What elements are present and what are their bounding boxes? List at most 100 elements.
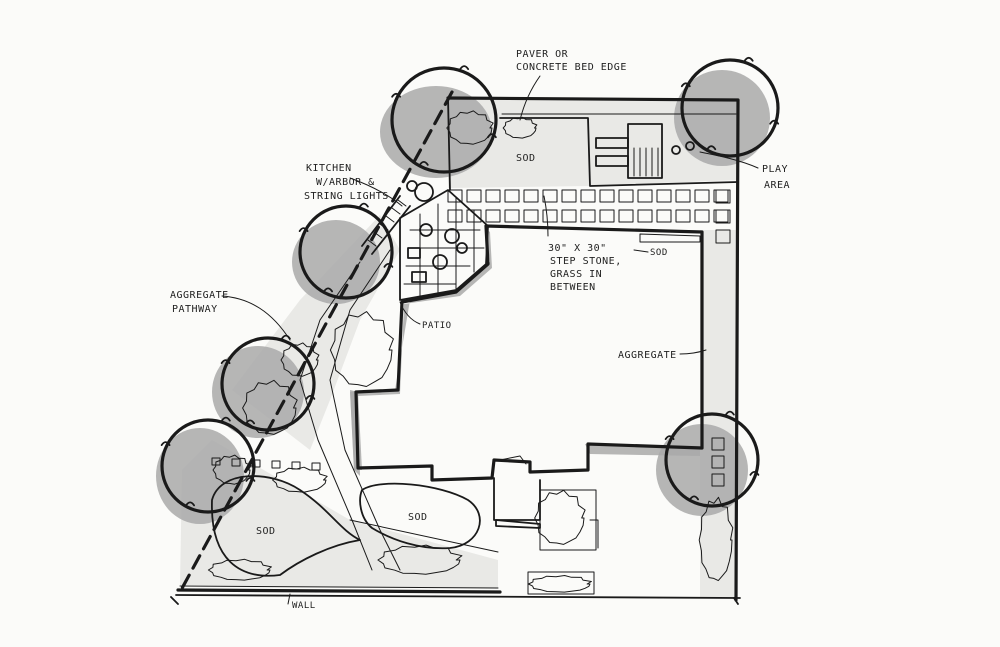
label-sod-top: SOD bbox=[516, 153, 536, 164]
label-aggpath-2: PATHWAY bbox=[172, 304, 218, 315]
play-structure bbox=[595, 123, 695, 179]
stepping-stones-row bbox=[447, 189, 729, 223]
stepping-stone bbox=[599, 189, 615, 203]
label-patio: PATIO bbox=[422, 321, 452, 331]
tree-notch bbox=[706, 145, 717, 151]
bed-edge bbox=[499, 113, 739, 187]
stepping-stone bbox=[656, 189, 672, 203]
plan-labels: PAVER OR CONCRETE BED EDGE PLAY AREA KIT… bbox=[170, 49, 790, 611]
stepping-stone bbox=[251, 459, 261, 468]
tree-notch bbox=[298, 227, 309, 232]
stepping-stone bbox=[447, 189, 463, 203]
stepping-stone bbox=[694, 189, 710, 203]
shrub bbox=[329, 311, 394, 387]
stepping-stone bbox=[231, 458, 241, 467]
trees bbox=[160, 56, 780, 514]
shrub bbox=[242, 379, 298, 435]
stepping-stone bbox=[715, 209, 731, 224]
shrub bbox=[377, 544, 463, 575]
stepping-stone bbox=[523, 209, 539, 223]
stepping-stone bbox=[311, 462, 321, 471]
tree-canopy bbox=[680, 58, 780, 158]
label-sod-left: SOD bbox=[256, 526, 276, 537]
tree-notch bbox=[323, 287, 333, 293]
label-play-2: AREA bbox=[764, 180, 790, 191]
tree-canopy bbox=[664, 412, 760, 508]
tree bbox=[160, 416, 256, 514]
stepping-stone bbox=[637, 209, 653, 223]
stepping-stone bbox=[561, 209, 577, 223]
tree-canopy bbox=[160, 418, 256, 514]
label-stepstone-1: 30" X 30" bbox=[548, 243, 607, 254]
stepping-stone bbox=[523, 189, 539, 203]
leader-lines bbox=[221, 75, 759, 605]
label-sod-mid: SOD bbox=[408, 512, 428, 523]
tree-notch bbox=[359, 202, 369, 208]
stepping-stone bbox=[656, 209, 672, 223]
tree bbox=[298, 202, 394, 300]
tree-notch bbox=[459, 65, 470, 70]
tree bbox=[680, 56, 780, 158]
shrub bbox=[502, 116, 538, 139]
house-footprint bbox=[354, 224, 704, 529]
stepping-stone bbox=[466, 189, 482, 203]
stepping-stone bbox=[694, 209, 710, 223]
stepping-stone bbox=[711, 473, 725, 487]
tree bbox=[220, 334, 316, 432]
label-wall: WALL bbox=[292, 601, 316, 611]
label-play-1: PLAY bbox=[762, 164, 788, 175]
tree-notch bbox=[689, 495, 699, 501]
tree-canopy bbox=[220, 336, 316, 432]
stepping-stone bbox=[618, 209, 634, 223]
stepping-stones-column bbox=[715, 189, 731, 244]
tree-notch bbox=[391, 92, 401, 98]
label-aggregate: AGGREGATE bbox=[618, 350, 677, 361]
tree-notch bbox=[487, 133, 497, 139]
tree-notch bbox=[680, 82, 691, 88]
label-stepstone-3: GRASS IN bbox=[550, 269, 602, 280]
stepping-stone bbox=[504, 209, 520, 223]
stepping-stone bbox=[711, 437, 725, 451]
tree-notch bbox=[245, 419, 255, 425]
tree-notch bbox=[749, 471, 760, 476]
label-paver-1: PAVER OR bbox=[516, 49, 569, 60]
stepping-stone bbox=[675, 209, 691, 223]
stepping-stone bbox=[271, 460, 281, 469]
stepping-stone bbox=[504, 189, 520, 203]
stepping-stone bbox=[291, 461, 301, 470]
tree bbox=[664, 410, 760, 508]
stepping-stone bbox=[447, 209, 463, 223]
stepping-stone bbox=[542, 189, 558, 203]
label-sod-right: SOD bbox=[650, 248, 668, 258]
tree-notch bbox=[418, 161, 429, 166]
aggregate-pathway bbox=[299, 249, 499, 571]
shrub bbox=[272, 466, 328, 493]
shrub bbox=[212, 454, 252, 485]
tree-notch bbox=[769, 119, 780, 125]
tree-canopy bbox=[298, 204, 394, 300]
stepping-stone bbox=[715, 189, 731, 204]
label-stepstone-2: STEP STONE, bbox=[550, 256, 622, 267]
stepping-stone bbox=[637, 189, 653, 203]
patio bbox=[399, 182, 489, 301]
stepping-stone bbox=[485, 189, 501, 203]
tree-notch bbox=[245, 477, 256, 482]
stepping-stone bbox=[485, 209, 501, 223]
tree-canopy bbox=[390, 66, 498, 174]
label-aggpath-1: AGGREGATE bbox=[170, 290, 229, 301]
shrub bbox=[280, 342, 320, 377]
stepping-stone bbox=[675, 189, 691, 203]
stepping-stone bbox=[561, 189, 577, 203]
tree-notch bbox=[220, 359, 231, 364]
tree-notch bbox=[725, 410, 735, 416]
tree-notch bbox=[383, 263, 394, 268]
tree bbox=[390, 65, 498, 174]
tree-notch bbox=[281, 334, 291, 340]
side-yard-hatch bbox=[527, 233, 701, 595]
label-kitchen-1: KITCHEN bbox=[306, 163, 352, 174]
shrub bbox=[698, 496, 734, 582]
stepping-stone bbox=[618, 189, 634, 203]
shrub bbox=[207, 558, 272, 581]
tree-notch bbox=[305, 395, 316, 400]
